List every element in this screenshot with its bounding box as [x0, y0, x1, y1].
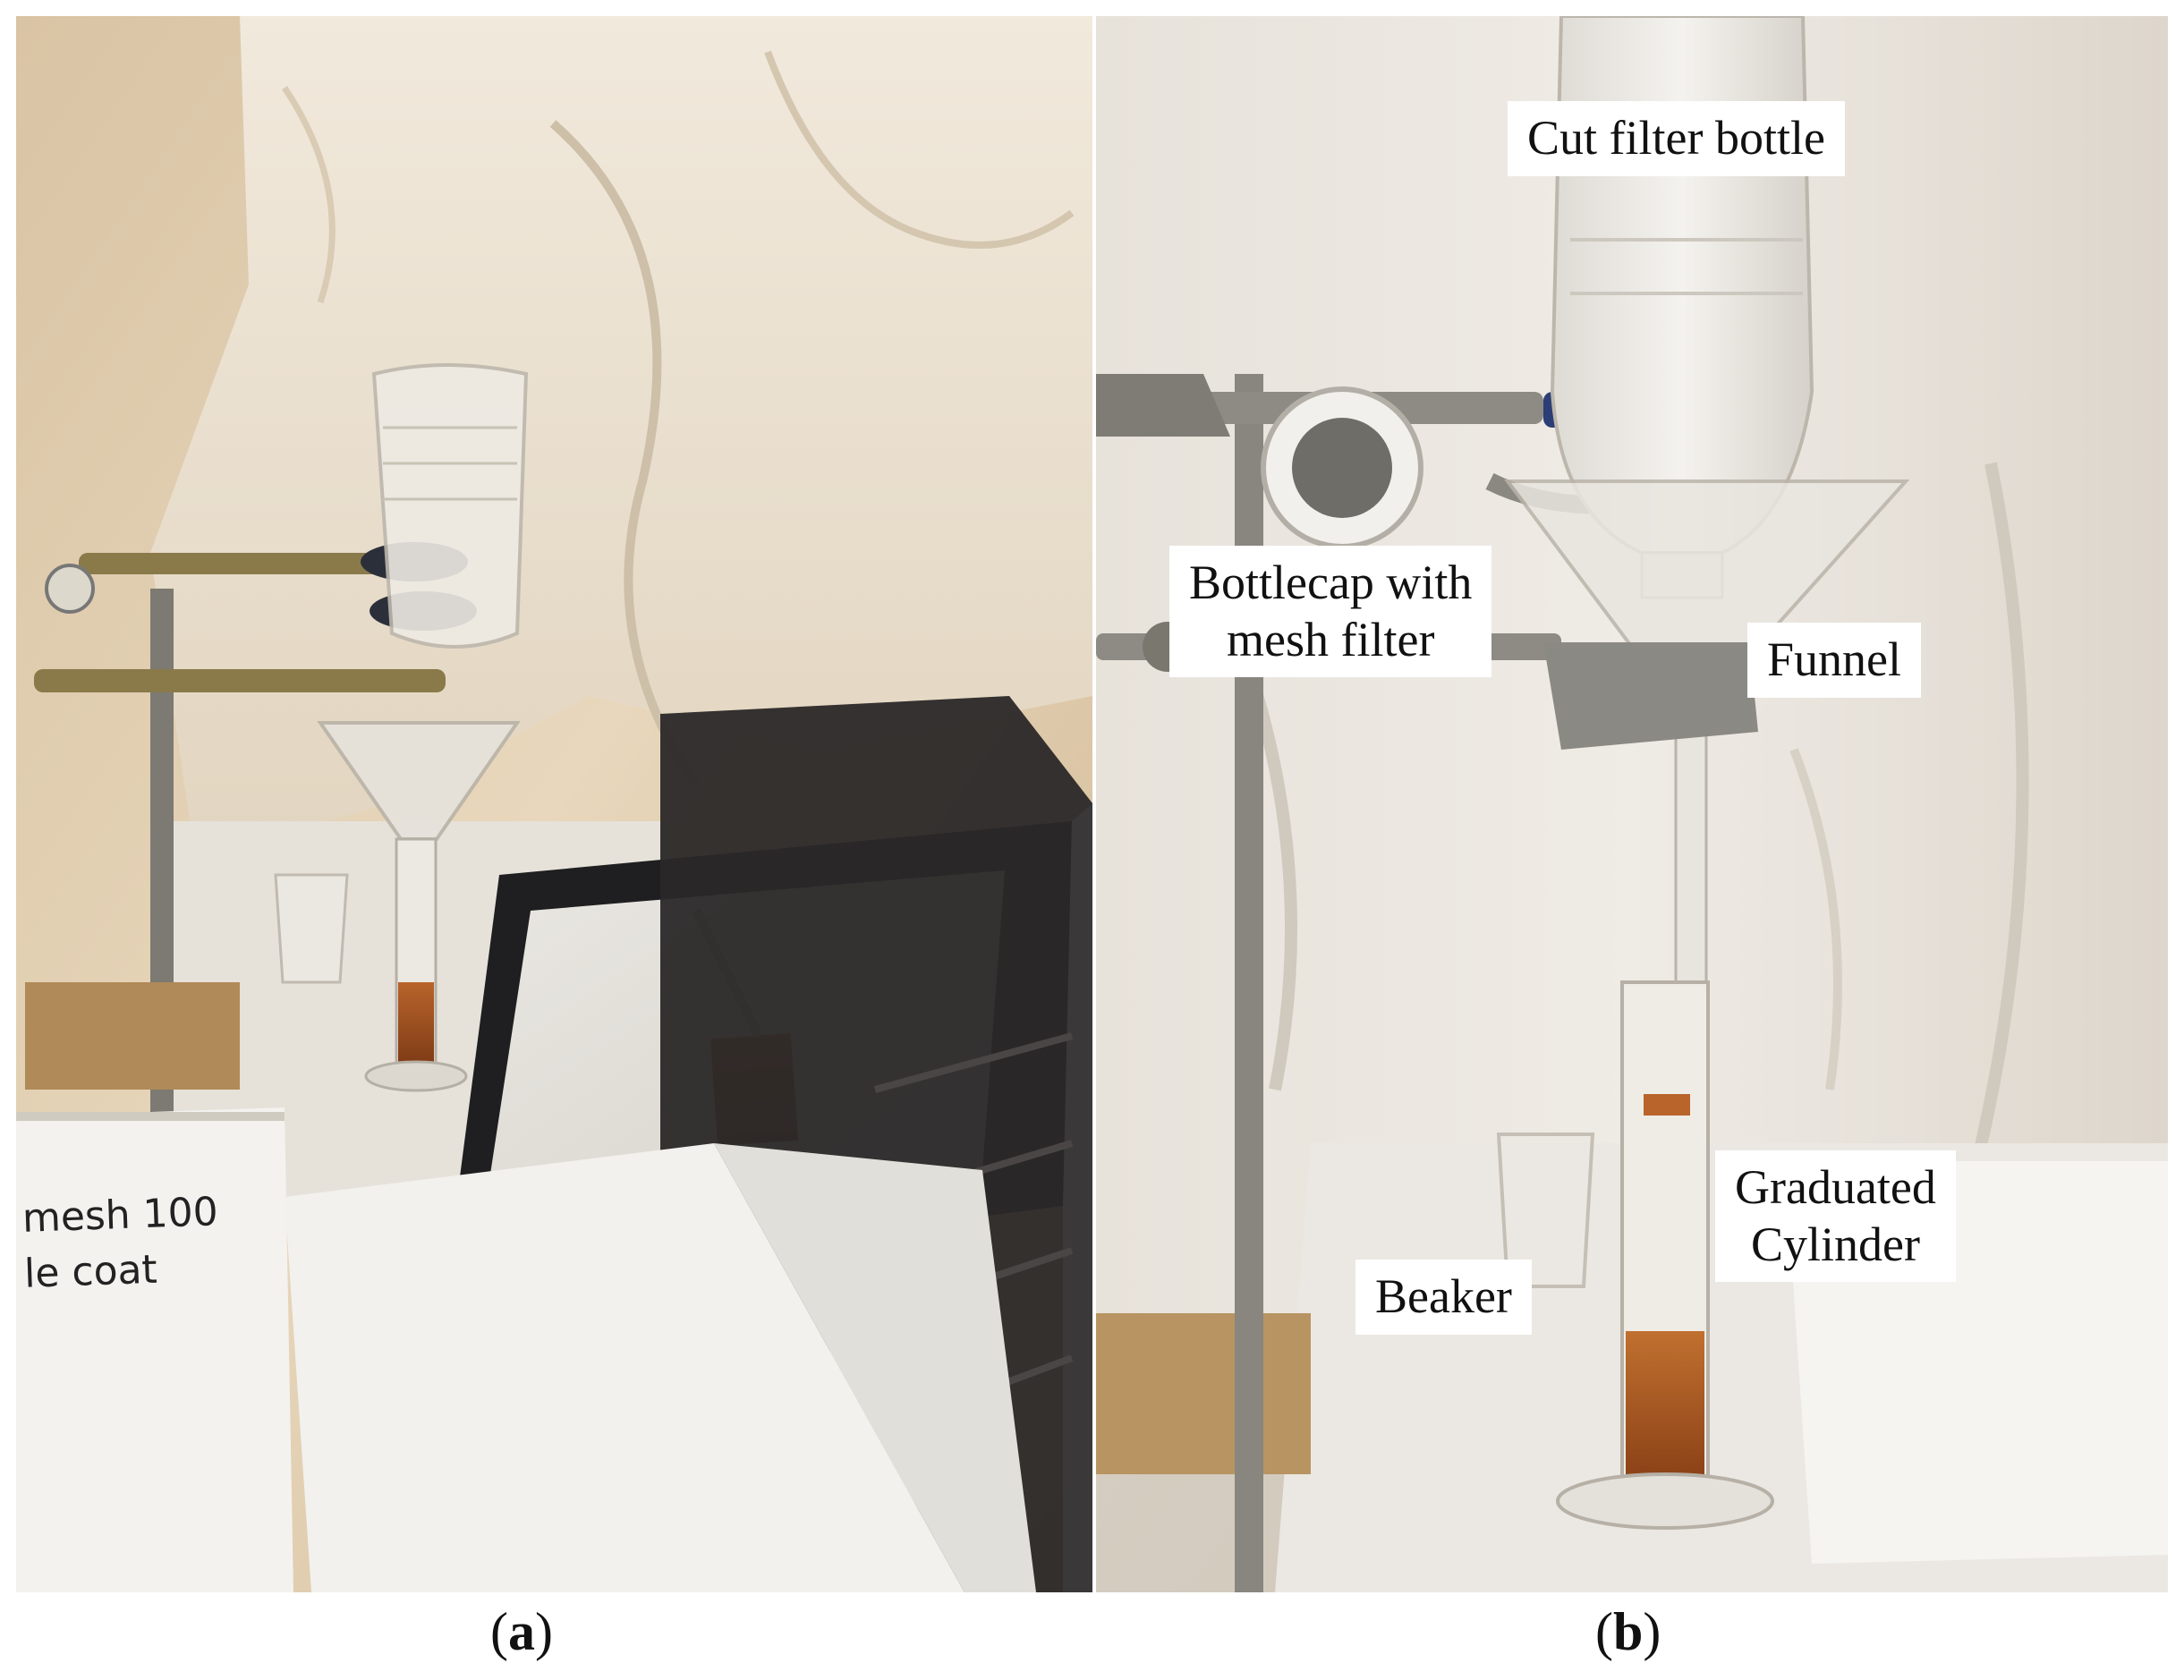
label-cut-filter-bottle: Cut filter bottle: [1508, 101, 1845, 176]
handwritten-line-2: le coat: [23, 1246, 158, 1297]
label-bottlecap-line-1: Bottlecap with: [1189, 556, 1473, 609]
caption-a-letter: a: [507, 1602, 535, 1661]
photo-b-illustration: [1096, 16, 2168, 1592]
label-beaker: Beaker: [1355, 1260, 1532, 1335]
label-graduated-line-2: Cylinder: [1750, 1217, 1920, 1271]
label-bottlecap: Bottlecap with mesh filter: [1169, 546, 1492, 678]
caption-a-open: (: [490, 1602, 508, 1661]
label-funnel: Funnel: [1747, 623, 1922, 698]
caption-b: (b): [1595, 1601, 1661, 1663]
caption-b-open: (: [1595, 1602, 1613, 1661]
label-graduated-cylinder: Graduated Cylinder: [1715, 1150, 1956, 1283]
caption-b-close: ): [1643, 1602, 1661, 1661]
label-graduated-line-1: Graduated: [1735, 1160, 1936, 1214]
handwritten-note: mesh 100 le coat: [21, 1184, 221, 1302]
caption-a: (a): [490, 1601, 553, 1663]
caption-b-letter: b: [1612, 1602, 1644, 1661]
photo-panel-b: Cut filter bottle Bottlecap with mesh fi…: [1096, 16, 2168, 1592]
handwritten-line-1: mesh 100: [21, 1189, 219, 1242]
label-bottlecap-line-2: mesh filter: [1227, 612, 1435, 666]
photo-a-illustration: [16, 16, 1092, 1592]
caption-a-close: ): [534, 1602, 553, 1661]
photo-panel-a: mesh 100 le coat: [16, 16, 1092, 1592]
